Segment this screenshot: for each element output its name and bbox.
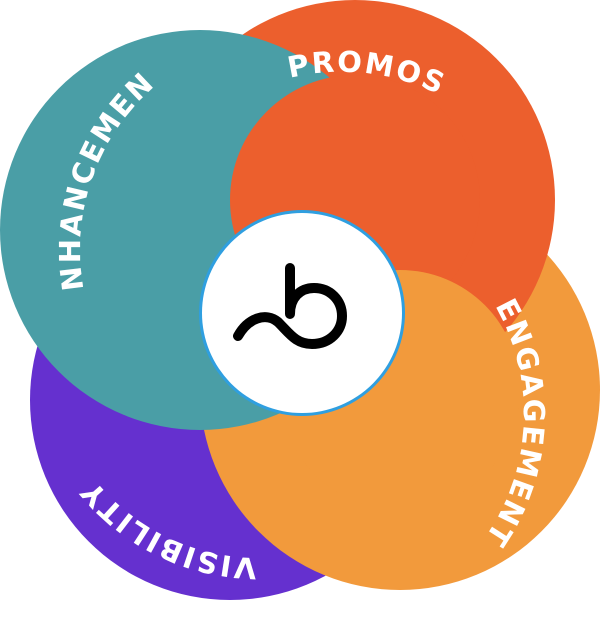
brand-b-logo-icon: [233, 263, 347, 349]
center-hub: [202, 213, 402, 413]
